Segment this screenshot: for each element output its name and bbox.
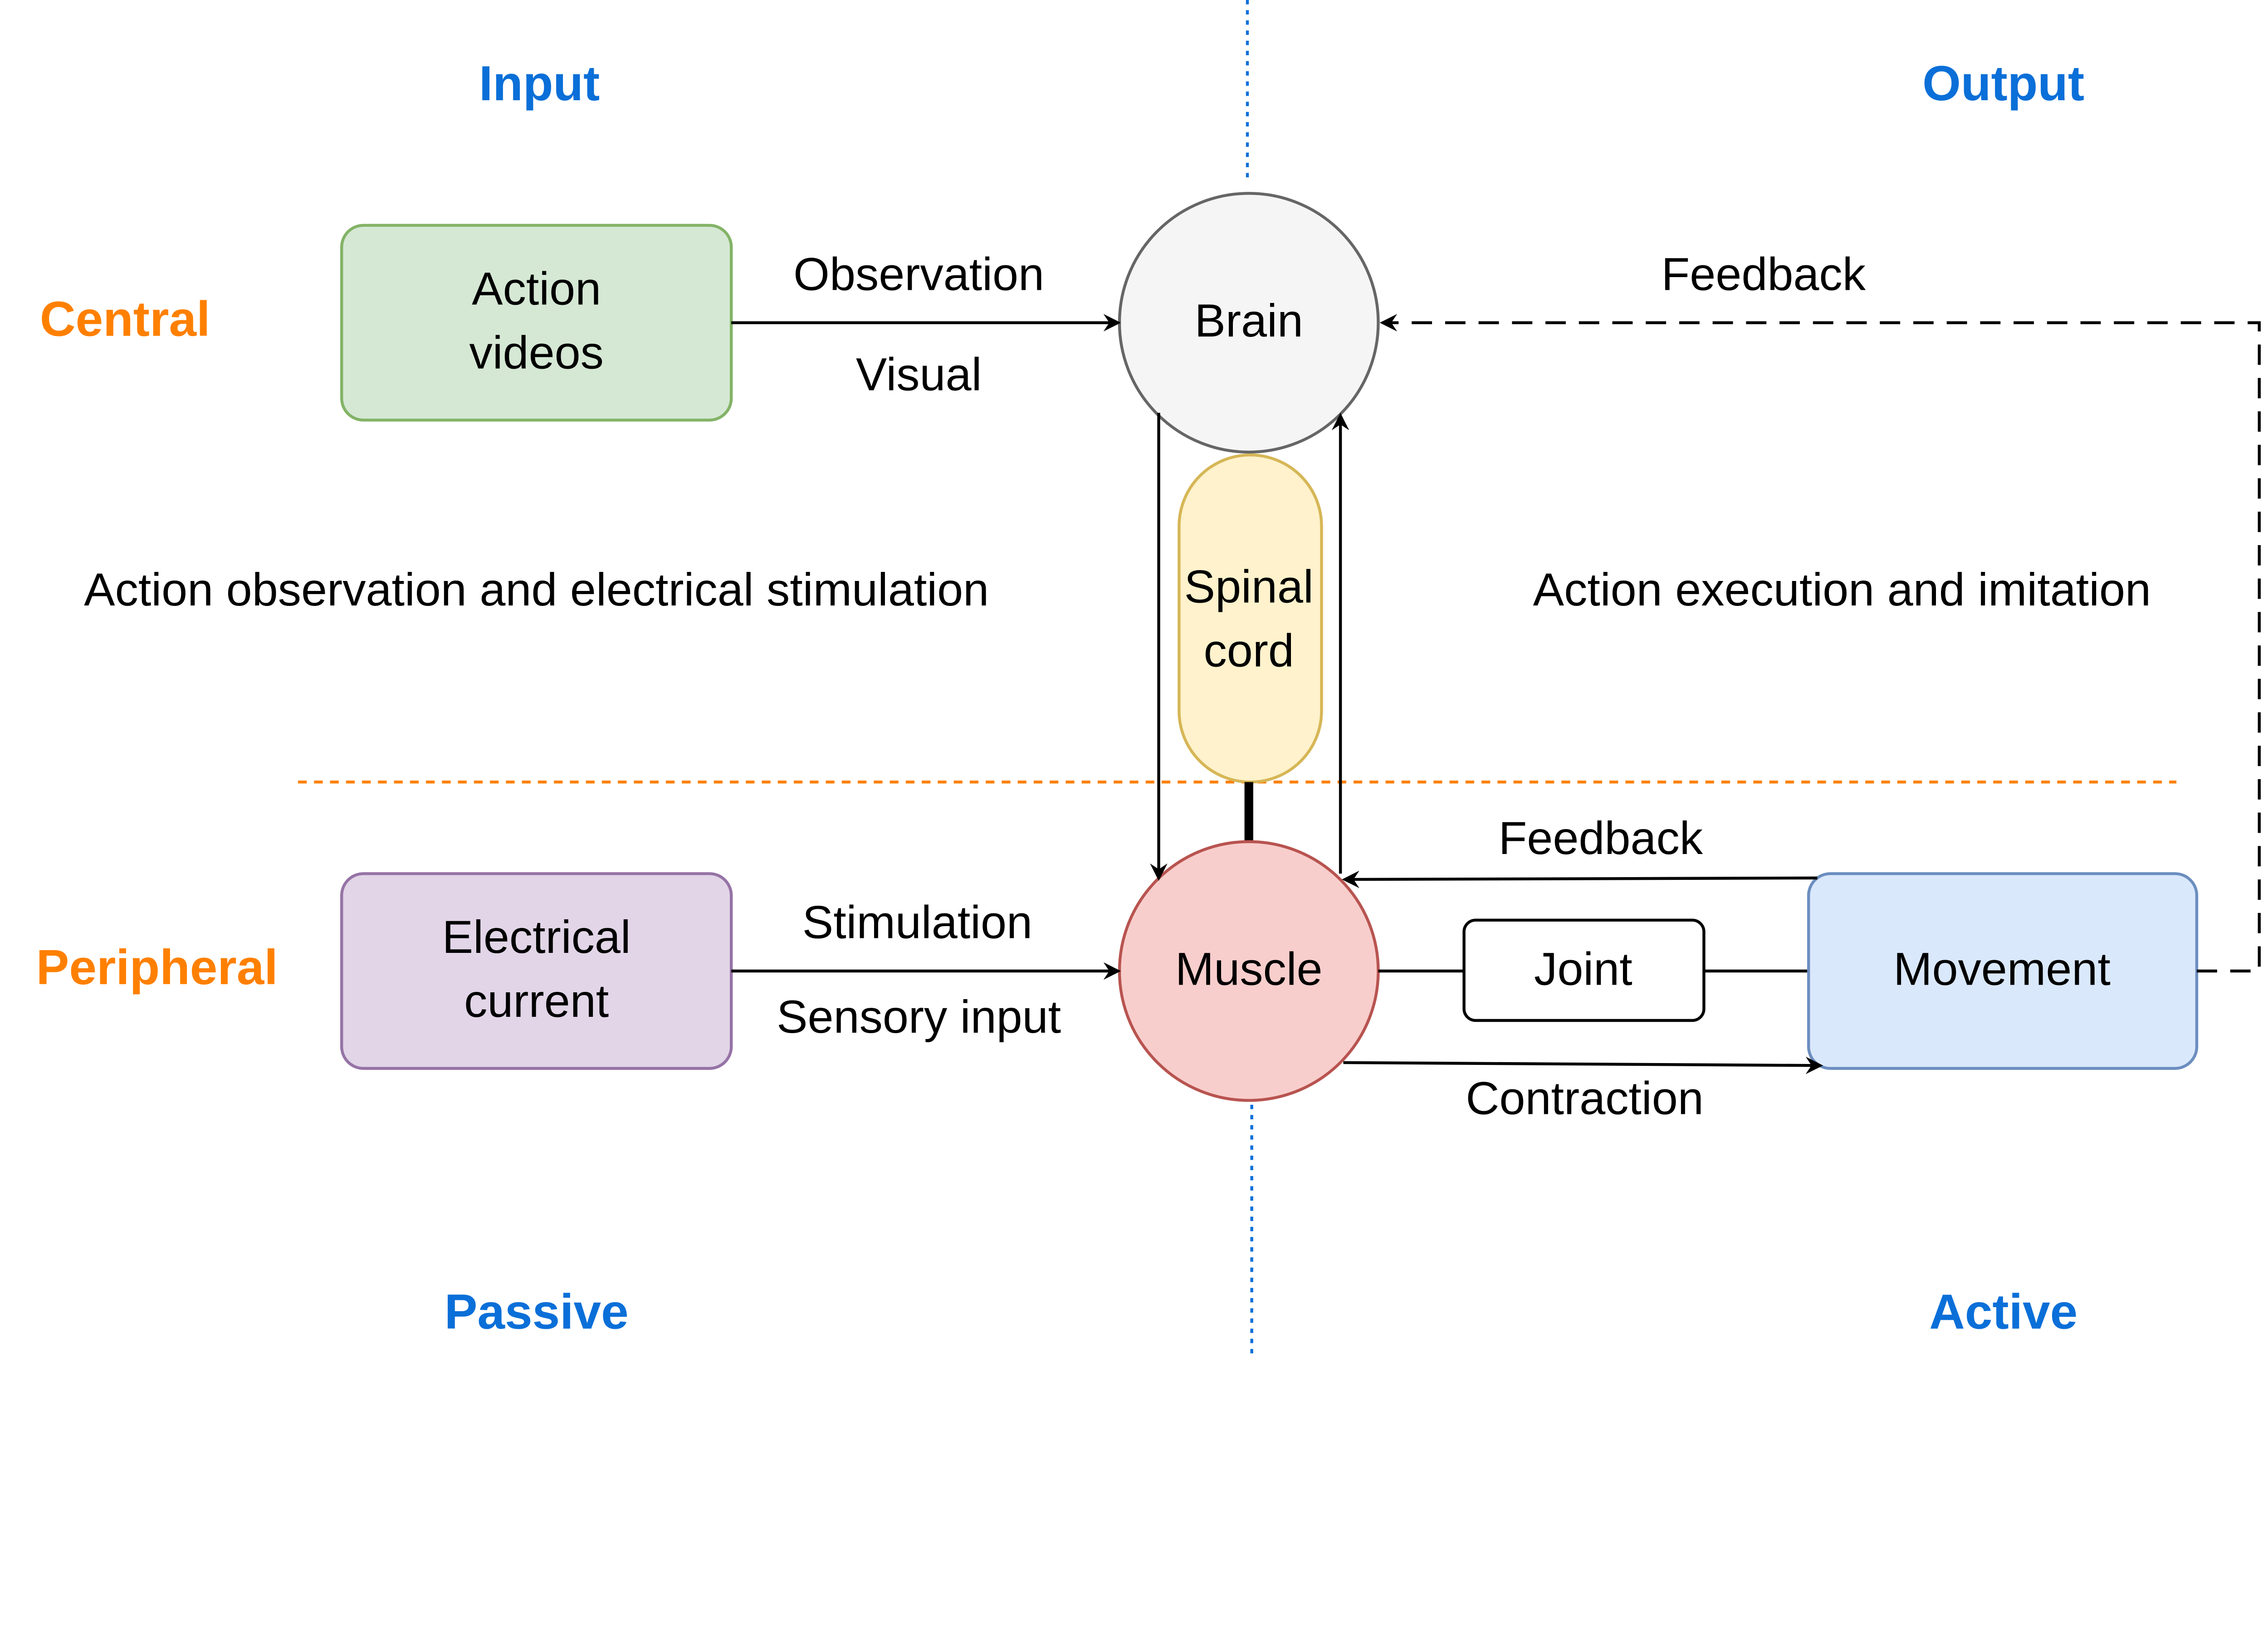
label-peripheral: Peripheral (36, 940, 278, 995)
label-input: Input (479, 56, 600, 111)
label-central: Central (40, 291, 210, 346)
edge-label-observation: Observation (793, 248, 1044, 300)
region-label-left: Action observation and electrical stimul… (84, 563, 989, 615)
node-muscle: Muscle (1118, 840, 1380, 1102)
node-electrical-current-line2: current (464, 975, 609, 1027)
arrow-contraction (1343, 1056, 1823, 1074)
node-muscle-label: Muscle (1175, 942, 1323, 995)
arrow-feedback-movement-to-muscle (1342, 870, 1818, 888)
node-electrical-current: Electrical current (340, 872, 733, 1070)
node-action-videos: Action videos (340, 224, 733, 422)
node-joint-label: Joint (1534, 942, 1633, 995)
node-electrical-current-line1: Electrical (442, 911, 631, 963)
node-brain-label: Brain (1195, 294, 1303, 346)
edge-label-visual: Visual (856, 348, 982, 400)
edge-label-contraction: Contraction (1466, 1072, 1703, 1124)
label-passive: Passive (445, 1284, 629, 1339)
node-spinal-cord: Spinal cord (1178, 453, 1323, 784)
edge-label-sensory-input: Sensory input (777, 991, 1061, 1043)
diagram: Input Output Central Peripheral Passive … (36, 0, 2261, 1358)
edge-label-stimulation: Stimulation (802, 896, 1032, 948)
label-output: Output (1922, 56, 2084, 111)
node-action-videos-line1: Action (472, 262, 601, 314)
edge-label-feedback-bottom: Feedback (1499, 812, 1703, 864)
node-spinal-cord-line2: cord (1203, 624, 1294, 676)
node-joint: Joint (1462, 918, 1706, 1022)
node-spinal-cord-line1: Spinal (1184, 560, 1314, 612)
edge-label-feedback-top: Feedback (1662, 248, 1866, 300)
region-label-right: Action execution and imitation (1533, 563, 2151, 615)
node-movement-label: Movement (1893, 942, 2111, 995)
node-movement: Movement (1807, 872, 2199, 1070)
label-active: Active (1929, 1284, 2077, 1339)
arrow-feedback-movement-to-brain (1379, 314, 2261, 973)
node-action-videos-line2: videos (469, 326, 603, 378)
